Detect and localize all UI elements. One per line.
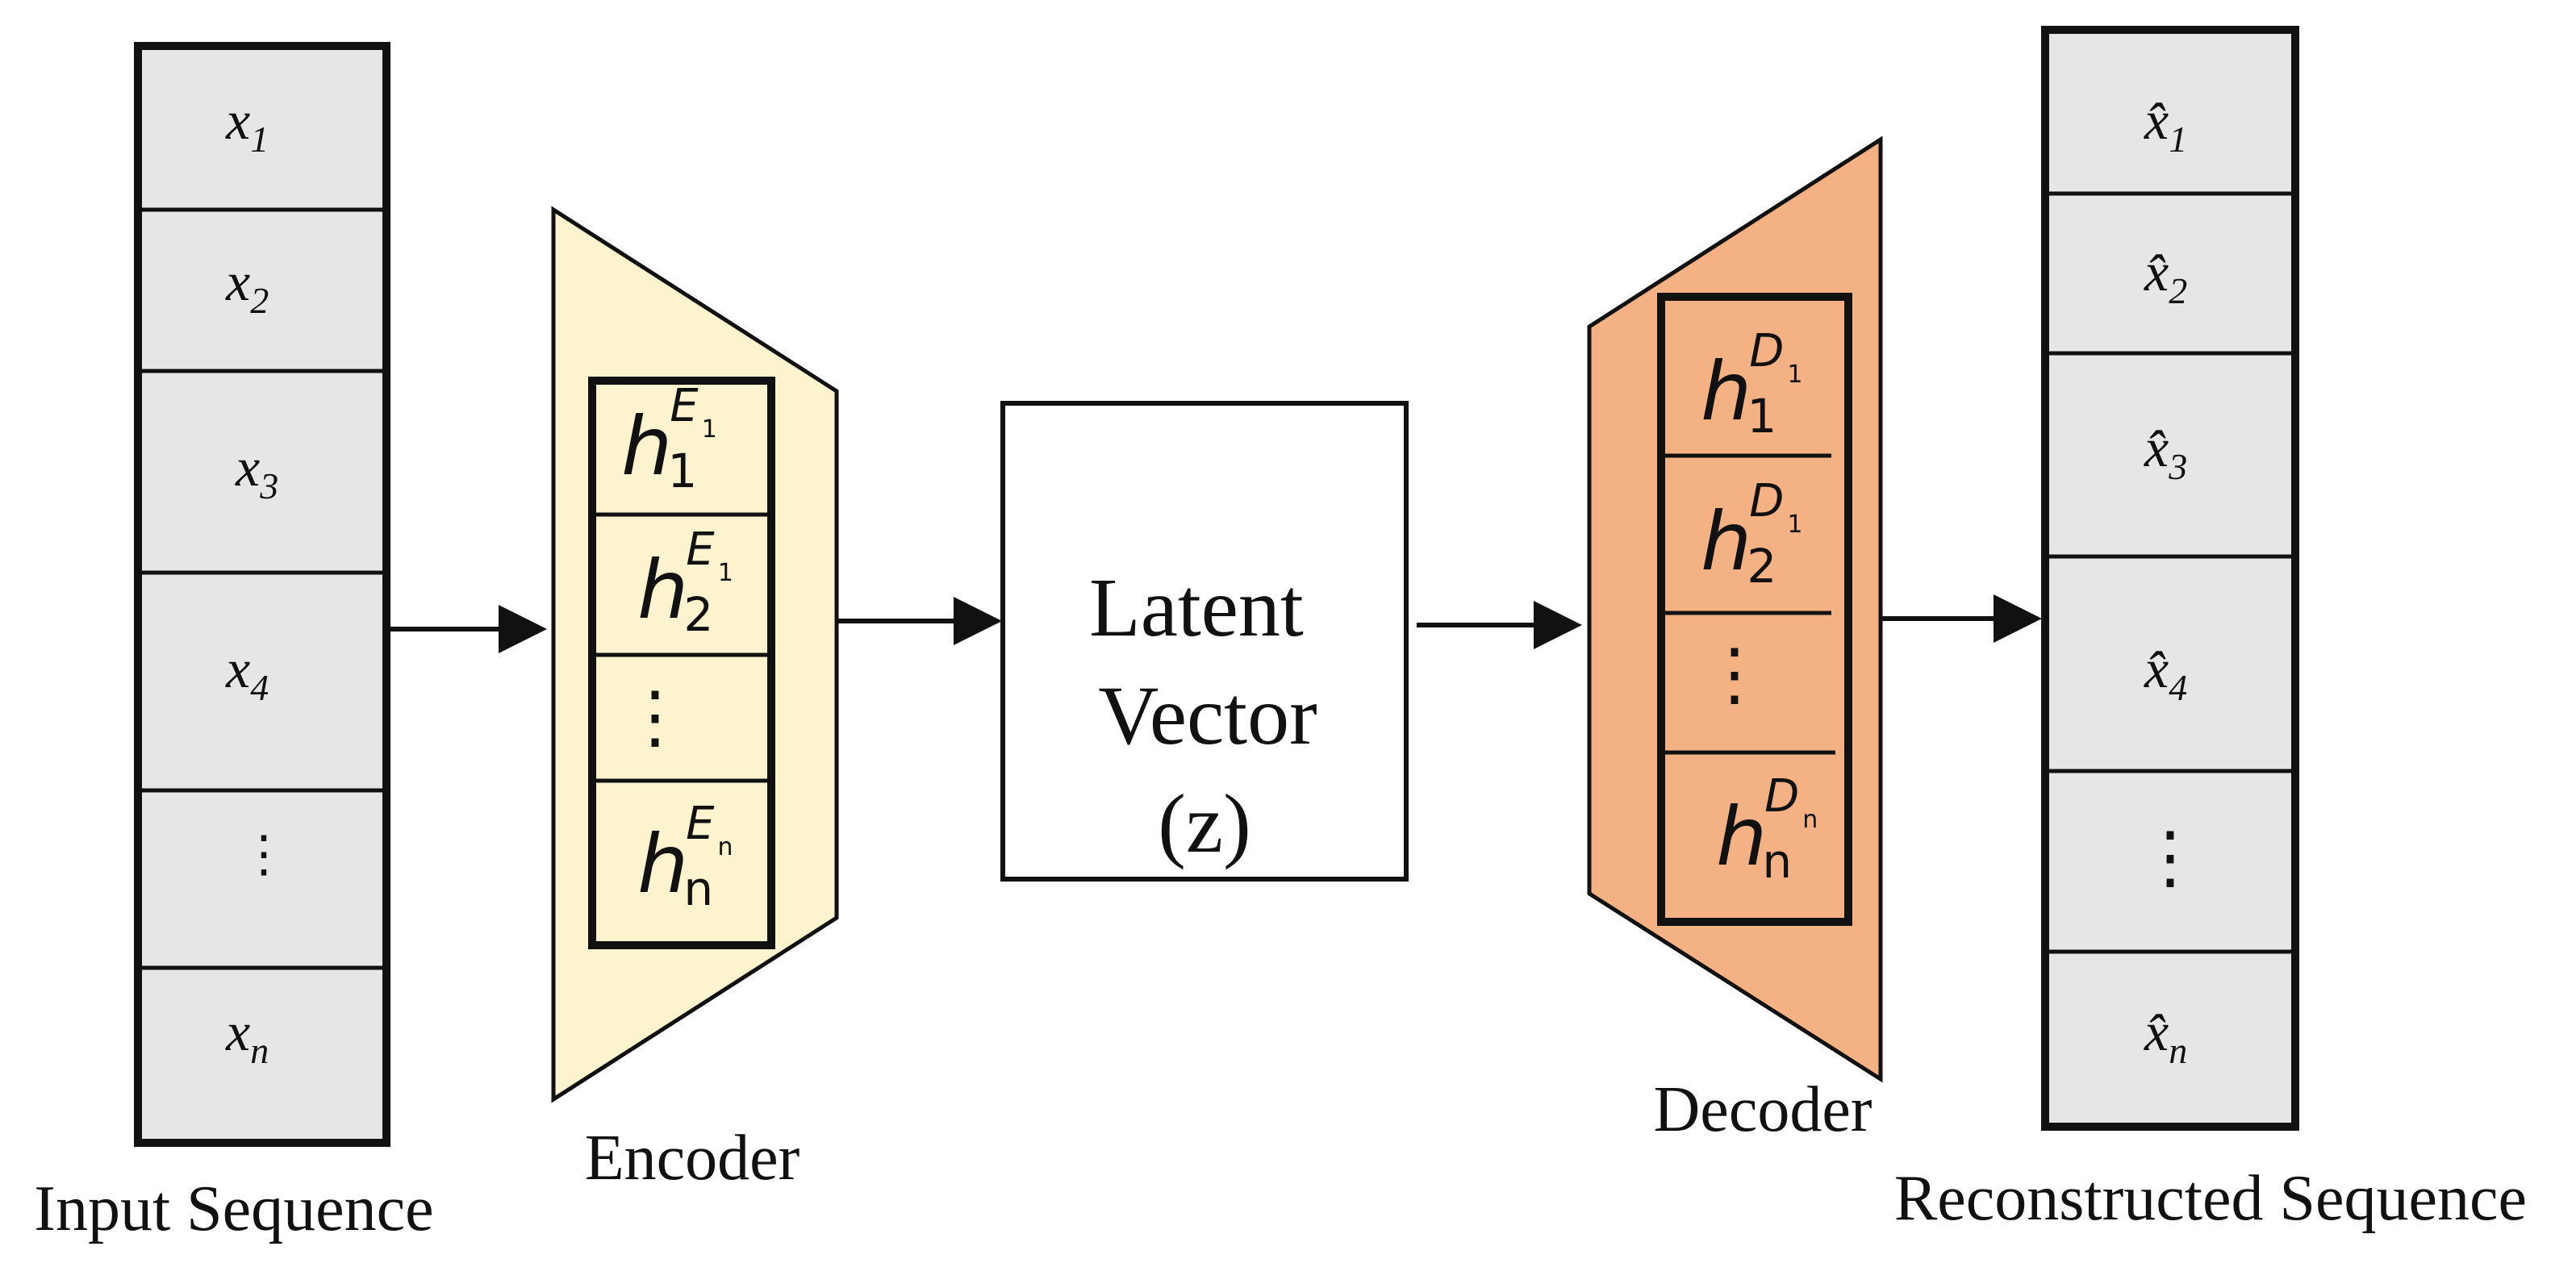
input-cell-xn: xn — [225, 1001, 269, 1071]
latent-line-3: (z) — [1158, 777, 1250, 870]
encoder-hidden-stack — [588, 377, 775, 949]
output-cell-xhat4: x̂4 — [2144, 638, 2187, 708]
input-cell-x3: x3 — [235, 436, 278, 506]
decoder-cell-ellipsis: ⋮ — [1700, 636, 1769, 713]
output-cell-ellipsis: ⋮ — [2136, 819, 2205, 896]
output-cell-xhat1: x̂1 — [2144, 90, 2187, 160]
input-sequence-box — [134, 42, 390, 1147]
decoder-hidden-stack — [1657, 293, 1852, 926]
input-cell-x1: x1 — [225, 90, 269, 160]
input-cell-x4: x4 — [225, 638, 269, 708]
input-cell-x2: x2 — [225, 251, 269, 321]
reconstructed-sequence-box — [2041, 26, 2299, 1131]
decoder-trapezoid — [1587, 135, 1883, 1083]
encoder-label: Encoder — [585, 1123, 800, 1194]
input-sequence: x1 x2 x3 x4 ⋮ xn Input Sequence — [34, 42, 434, 1244]
decoder-label: Decoder — [1654, 1074, 1873, 1145]
latent-vector: Latent Vector (z) — [1000, 401, 1409, 882]
output-cell-xhat3: x̂3 — [2144, 417, 2187, 487]
output-cell-xhatn: x̂n — [2144, 1001, 2187, 1071]
latent-line-1: Latent — [1089, 561, 1304, 654]
input-sequence-label: Input Sequence — [34, 1173, 433, 1244]
output-cell-xhat2: x̂2 — [2144, 241, 2187, 311]
encoder-cell-ellipsis: ⋮ — [620, 678, 690, 756]
latent-line-2: Vector — [1098, 669, 1317, 762]
latent-vector-box — [1000, 401, 1409, 882]
input-cell-ellipsis: ⋮ — [239, 827, 289, 882]
reconstructed-sequence: x̂1 x̂2 x̂3 x̂4 ⋮ x̂n Reconstructed Sequ… — [1894, 26, 2527, 1234]
reconstructed-sequence-label: Reconstructed Sequence — [1894, 1163, 2527, 1234]
